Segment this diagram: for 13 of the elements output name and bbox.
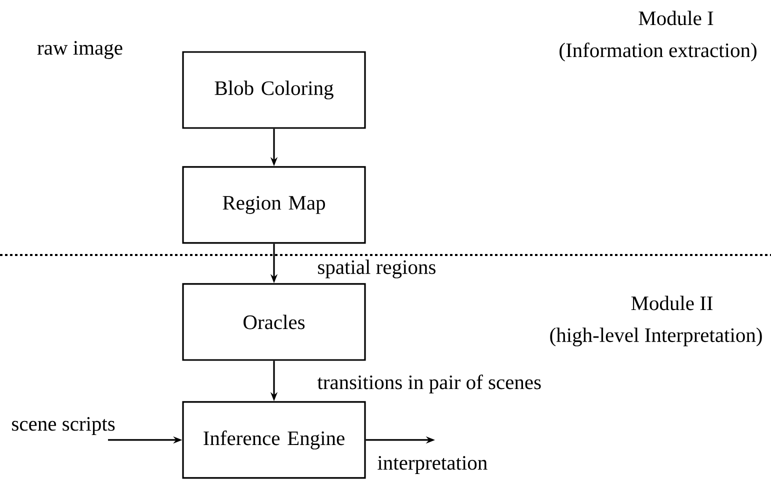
edge-label: transitions in pair of scenes	[317, 374, 541, 394]
process-box: Oracles	[182, 283, 366, 361]
text-label: (Information extraction)	[560, 42, 756, 62]
text-label: Module II	[631, 296, 713, 310]
text-label: (high-level Interpretation)	[550, 328, 762, 346]
process-box: Inference Engine	[182, 401, 366, 479]
text-label: raw image	[37, 41, 122, 59]
edge-label: spatial regions	[318, 260, 436, 278]
edge-label: scene scripts	[12, 417, 115, 435]
text-label: Module I	[638, 10, 714, 26]
process-box: Blob Coloring	[182, 51, 366, 129]
edge-label: interpretation	[378, 456, 488, 474]
process-box: Region Map	[182, 166, 366, 244]
